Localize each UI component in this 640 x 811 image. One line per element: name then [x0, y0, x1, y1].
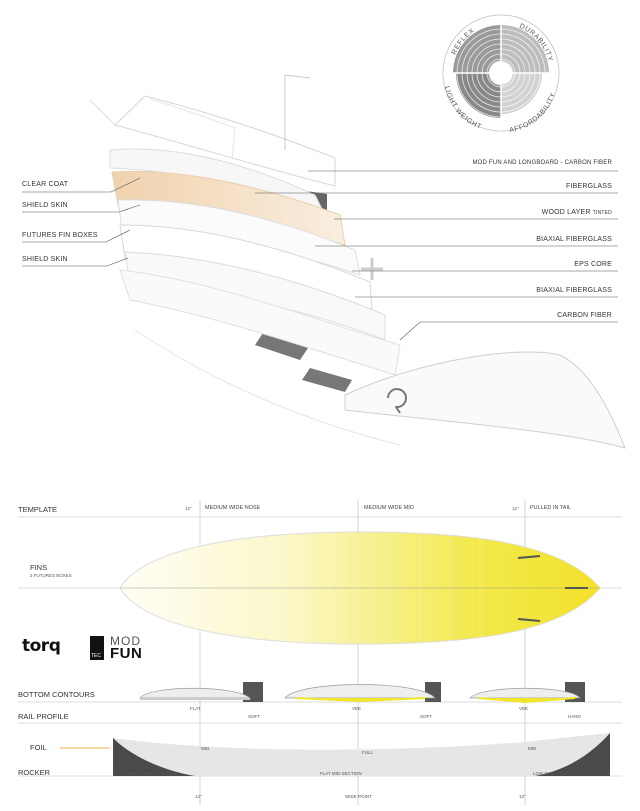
contour-label-tail: VEE	[519, 706, 529, 711]
template-nose-mark: 12"	[185, 506, 192, 511]
fin-right	[517, 618, 541, 622]
template-mid-label: MEDIUM WIDE MID	[364, 505, 414, 511]
label-biaxial-fiberglass-top: BIAXIAL FIBERGLASS	[536, 236, 612, 243]
bottom-contours-title: BOTTOM CONTOURS	[18, 690, 95, 699]
foil-label-nose: MID	[201, 746, 210, 751]
label-carbon-fiber-bottom: CARBON FIBER	[557, 312, 612, 319]
right-leader-lines	[255, 170, 618, 341]
eps-core-mark	[361, 258, 383, 280]
radar-segment-light-weight	[456, 73, 501, 118]
rocker-title: ROCKER	[18, 768, 51, 777]
label-shield-skin-top: SHIELD SKIN	[22, 202, 68, 209]
template-nose-label: MEDIUM WIDE NOSE	[205, 505, 261, 511]
bottom-contours	[139, 682, 585, 704]
rail-label-1: SOFT	[248, 714, 260, 719]
torq-emblem	[387, 388, 407, 414]
bottom-carbon-patch-2	[302, 368, 352, 392]
left-leader-lines	[22, 177, 141, 267]
rail-label-3: HARD	[568, 714, 581, 719]
label-wood-layer-suffix: TINTED	[592, 210, 612, 216]
bottom-mark-wide-point: WIDE POINT	[345, 794, 372, 799]
fins-subtitle: 3 FUTURES BOXES	[30, 573, 72, 578]
torq-logo: torq	[22, 636, 82, 658]
model-logo-bottom: FUN	[110, 645, 143, 662]
template-tail-mark: 12"	[512, 506, 519, 511]
contour-label-mid: VEE	[352, 706, 362, 711]
tec-logo-text: TEC	[91, 653, 101, 659]
contour-label-nose: FLAT	[190, 706, 201, 711]
label-shield-skin-bottom: SHIELD SKIN	[22, 256, 68, 263]
label-eps-core: EPS CORE	[574, 261, 612, 268]
foil-title: FOIL	[30, 743, 47, 752]
fins-title: FINS	[30, 563, 48, 572]
radar-chart: REFLEX DURABILITY LIGHT WEIGHT AFFORDABI…	[442, 14, 560, 134]
rail-label-2: SOFT	[420, 714, 432, 719]
template-title: TEMPLATE	[18, 505, 58, 514]
layer-clear-coat	[114, 95, 336, 187]
board-spec-diagram	[18, 500, 622, 805]
exploded-board-diagram: REFLEX DURABILITY LIGHT WEIGHT AFFORDABI…	[22, 14, 626, 449]
foil-label-mid: FULL	[362, 750, 374, 755]
foil-label-tail: MID	[528, 746, 537, 751]
bottom-mark-nose: 12"	[195, 794, 202, 799]
label-futures-fin-boxes: FUTURES FIN BOXES	[22, 232, 98, 239]
bottom-carbon-patch	[255, 330, 310, 360]
label-wood-layer-text: WOOD LAYER	[541, 209, 591, 216]
bottom-mark-tail: 12"	[519, 794, 526, 799]
foil-profile	[60, 733, 610, 776]
model-logo-top: MOD	[110, 634, 141, 648]
board-bottom	[344, 351, 626, 449]
label-carbon-fiber-top: MOD FUN AND LONGBOARD - CARBON FIBER	[472, 160, 612, 166]
rocker-label-nose: MEDIUM ENTRY ROCKER	[124, 771, 180, 776]
board-outline	[119, 531, 601, 645]
label-clear-coat: CLEAR COAT	[22, 181, 69, 188]
rocker-label-mid: FLAT MID-SECTION	[320, 771, 362, 776]
tec-logo: TEC	[90, 636, 104, 660]
torq-logo-text: torq	[22, 636, 61, 656]
rocker-label-tail: LOW EXIT ROCKER	[533, 771, 575, 776]
label-wood-layer: WOOD LAYER TINTED	[542, 209, 612, 216]
board-layers	[89, 74, 626, 449]
rail-profile-title: RAIL PROFILE	[18, 712, 69, 721]
label-biaxial-fiberglass-bottom: BIAXIAL FIBERGLASS	[536, 287, 612, 294]
layer-shield-skin-bottom	[119, 269, 401, 376]
template-tail-label: PULLED IN TAIL	[530, 505, 572, 511]
fin-left	[517, 555, 541, 559]
label-fiberglass: FIBERGLASS	[566, 183, 612, 190]
